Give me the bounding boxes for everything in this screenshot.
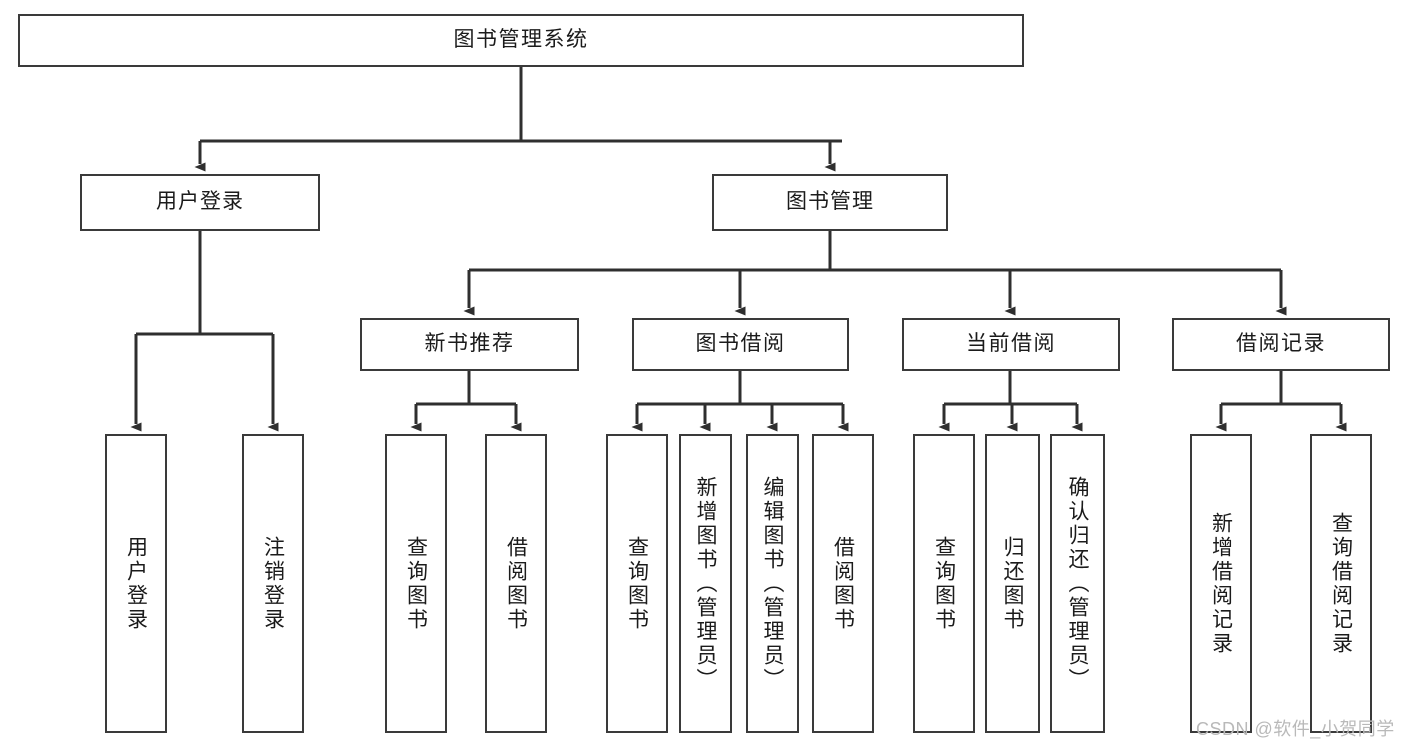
node-label: 借阅图书: [504, 535, 528, 632]
node-root-system[interactable]: 图书管理系统: [18, 14, 1024, 67]
node-user-login[interactable]: 用户登录: [80, 174, 320, 231]
node-label: 借阅图书: [831, 535, 855, 632]
leaf-add-book-admin[interactable]: 新增图书（管理员）: [679, 434, 732, 733]
leaf-query-borrow-record[interactable]: 查询借阅记录: [1310, 434, 1372, 733]
leaf-query-book-borrow[interactable]: 查询图书: [606, 434, 668, 733]
node-label: 新增借阅记录: [1209, 511, 1233, 656]
leaf-borrow-book-new[interactable]: 借阅图书: [485, 434, 547, 733]
leaf-lend-book[interactable]: 借阅图书: [812, 434, 874, 733]
leaf-edit-book-admin[interactable]: 编辑图书（管理员）: [746, 434, 799, 733]
node-label: 注销登录: [261, 535, 285, 632]
node-borrow-records[interactable]: 借阅记录: [1172, 318, 1390, 371]
node-label: 图书借阅: [695, 332, 786, 356]
node-current-borrow[interactable]: 当前借阅: [902, 318, 1120, 371]
node-book-management[interactable]: 图书管理: [712, 174, 948, 231]
csdn-watermark: CSDN @软件_小贺同学: [1196, 719, 1395, 739]
node-label: 编辑图书（管理员）: [761, 475, 784, 692]
node-label: 查询图书: [404, 535, 428, 632]
node-label: 借阅记录: [1236, 332, 1326, 356]
node-label: 确认归还（管理员）: [1066, 475, 1089, 692]
node-label: 新书推荐: [424, 332, 515, 356]
node-label: 当前借阅: [966, 332, 1056, 356]
leaf-confirm-return-admin[interactable]: 确认归还（管理员）: [1050, 434, 1105, 733]
node-label: 查询借阅记录: [1329, 511, 1353, 656]
leaf-query-book-current[interactable]: 查询图书: [913, 434, 975, 733]
leaf-user-login[interactable]: 用户登录: [105, 434, 167, 733]
node-label: 查询图书: [932, 535, 956, 632]
node-label: 新增图书（管理员）: [694, 475, 717, 692]
node-new-book-recommend[interactable]: 新书推荐: [360, 318, 579, 371]
node-label: 图书管理系统: [453, 28, 589, 52]
leaf-logout[interactable]: 注销登录: [242, 434, 304, 733]
leaf-return-book[interactable]: 归还图书: [985, 434, 1040, 733]
node-label: 用户登录: [124, 535, 148, 632]
leaf-add-borrow-record[interactable]: 新增借阅记录: [1190, 434, 1252, 733]
leaf-query-book-new[interactable]: 查询图书: [385, 434, 447, 733]
node-label: 图书管理: [786, 190, 874, 214]
node-label: 归还图书: [1001, 535, 1024, 632]
node-label: 查询图书: [625, 535, 649, 632]
node-book-borrow[interactable]: 图书借阅: [632, 318, 849, 371]
node-label: 用户登录: [156, 190, 244, 214]
